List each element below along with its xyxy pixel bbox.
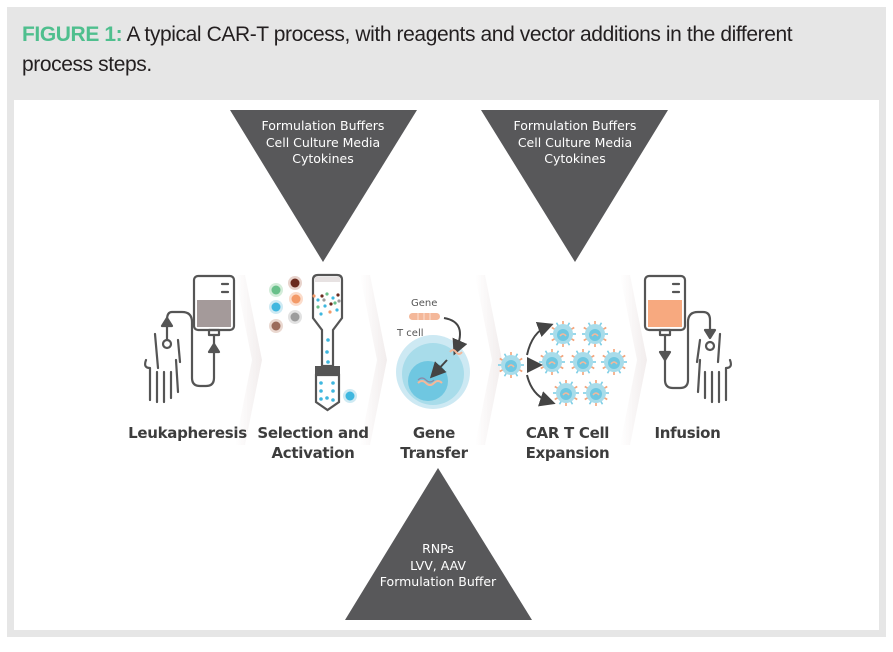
- step-label-line: Leukapheresis: [128, 424, 247, 442]
- selection-column-icon: [269, 273, 357, 412]
- chevron-separator: [235, 275, 262, 445]
- reagent-line: Formulation Buffers: [513, 118, 637, 133]
- car-t-cell: [498, 352, 524, 378]
- cell-expansion-icon: [498, 321, 627, 407]
- expansion-arrow: [526, 374, 556, 407]
- reagent-line: Cell Culture Media: [517, 134, 633, 150]
- reagent-triangle-top-right: [481, 110, 668, 262]
- gene-label: Gene: [411, 298, 438, 309]
- step-label-line: Transfer: [400, 444, 468, 462]
- reagent-text-bottom: RNPs LVV, AAV Formulation Buffer: [358, 541, 518, 591]
- leukapheresis-icon: [144, 274, 236, 404]
- gene-transfer-icon: [396, 313, 470, 409]
- car-t-cell: [553, 380, 579, 406]
- infusion-icon: [643, 274, 732, 404]
- step-label-line: Expansion: [525, 444, 610, 462]
- car-t-cell: [550, 321, 576, 347]
- reagent-line: RNPs: [422, 541, 454, 556]
- car-t-cell: [570, 349, 596, 375]
- car-t-cell: [583, 380, 609, 406]
- chevron-separator: [475, 275, 502, 445]
- step-label-line: Gene: [412, 424, 456, 442]
- car-t-cell: [582, 321, 608, 347]
- reagent-line: Cytokines: [544, 151, 606, 166]
- step-label-leukapheresis: Leukapheresis: [125, 423, 250, 443]
- step-separators: [235, 275, 647, 445]
- reagent-line: Cytokines: [292, 151, 354, 166]
- step-label-line: CAR T Cell: [525, 424, 610, 442]
- caption-text: A typical CAR-T process, with reagents a…: [22, 23, 793, 76]
- expansion-arrow: [526, 322, 554, 356]
- reagent-triangle-top-left: [230, 110, 417, 262]
- reagent-line: LVV, AAV: [410, 557, 466, 573]
- step-label-line: Infusion: [654, 424, 721, 442]
- reagent-line: Formulation Buffers: [261, 118, 385, 133]
- car-t-cell: [601, 349, 627, 375]
- reagent-triangle-bottom: [345, 468, 532, 620]
- step-label-car-t-expansion: CAR T Cell Expansion: [510, 423, 625, 463]
- figure-label: FIGURE 1:: [22, 23, 123, 46]
- reagent-text-top-right: Formulation Buffers Cell Culture Media C…: [495, 118, 655, 168]
- chevron-separator: [620, 275, 647, 445]
- reagent-line: Cell Culture Media: [265, 134, 381, 150]
- figure-caption: FIGURE 1: A typical CAR-T process, with …: [22, 20, 862, 80]
- car-t-cell: [539, 349, 565, 375]
- reagent-text-top-left: Formulation Buffers Cell Culture Media C…: [243, 118, 403, 168]
- reagent-line: Formulation Buffer: [379, 574, 497, 589]
- step-label-selection-activation: Selection and Activation: [252, 423, 374, 463]
- chevron-separator: [360, 275, 387, 445]
- tcell-label: T cell: [397, 328, 424, 339]
- step-label-line: Selection and: [257, 424, 369, 442]
- step-label-infusion: Infusion: [640, 423, 735, 443]
- step-label-line: Activation: [271, 444, 355, 462]
- step-label-gene-transfer: Gene Transfer: [388, 423, 480, 463]
